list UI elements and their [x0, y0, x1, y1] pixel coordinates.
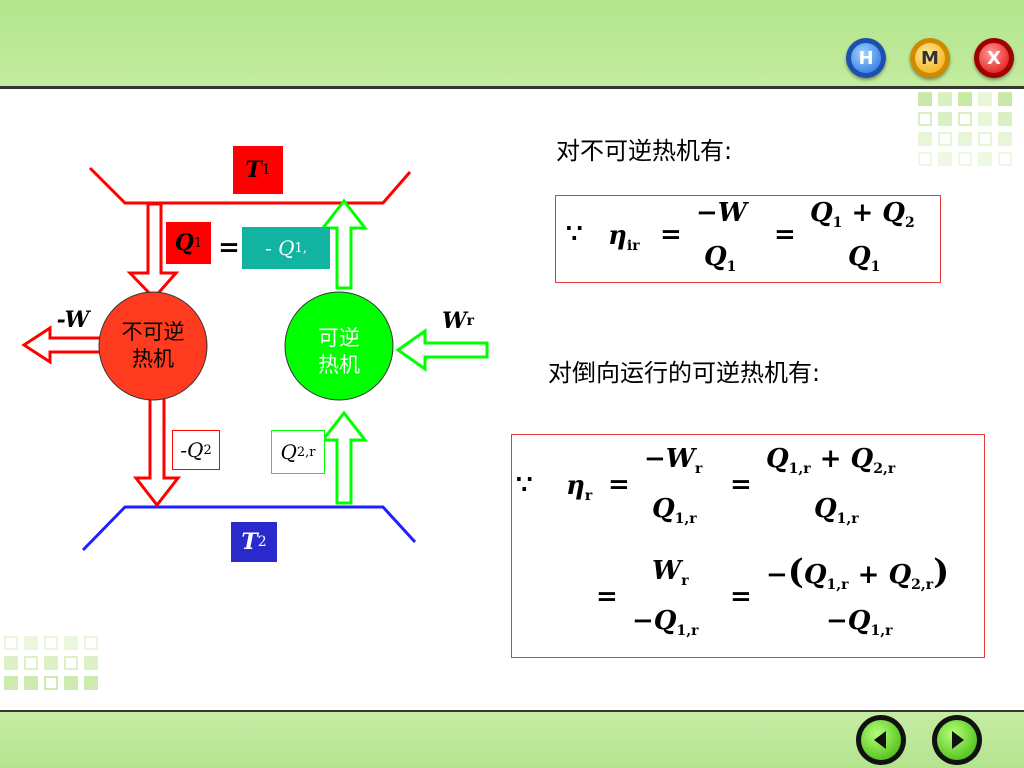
irreversible-engine-label: 不可逆 热机 [121, 319, 185, 371]
triangle-right-icon [952, 731, 964, 749]
neg-w-label: -W [56, 307, 90, 333]
because-symbol: ∵ [566, 219, 583, 249]
menu-button[interactable]: M [910, 38, 950, 78]
triangle-left-icon [874, 731, 886, 749]
irreversible-heading: 对不可逆热机有: [556, 137, 733, 165]
decor-grid-right [918, 92, 1012, 166]
eta-ir: ηir [608, 221, 640, 255]
header-divider [0, 86, 1024, 89]
next-button[interactable] [932, 715, 982, 765]
q1-arrow [126, 202, 180, 301]
decor-grid-left [4, 636, 98, 690]
wr-arrow [395, 328, 489, 372]
reverse-heading: 对倒向运行的可逆热机有: [548, 359, 821, 387]
q2r-arrow [319, 410, 369, 505]
q1r-arrow [319, 198, 369, 290]
equals-sign: = [218, 233, 240, 263]
footer-divider [0, 710, 1024, 713]
reversible-engine [284, 291, 394, 401]
neg-w-arrow [21, 325, 105, 365]
home-icon: H [851, 43, 881, 73]
close-button[interactable]: X [974, 38, 1014, 78]
home-button[interactable]: H [846, 38, 886, 78]
cold-reservoir-line [81, 505, 417, 552]
previous-button[interactable] [856, 715, 906, 765]
reversible-efficiency-formula [511, 434, 985, 658]
irreversible-engine [98, 291, 208, 401]
menu-icon: M [915, 43, 945, 73]
footer-band [0, 712, 1024, 768]
hot-reservoir-line [88, 166, 412, 205]
eta-r: ηr [566, 471, 593, 505]
irreversible-efficiency-formula [555, 195, 941, 283]
neg-q2-arrow [132, 396, 182, 508]
reversible-engine-label: 可逆 热机 [318, 325, 360, 377]
close-icon: X [979, 43, 1009, 73]
